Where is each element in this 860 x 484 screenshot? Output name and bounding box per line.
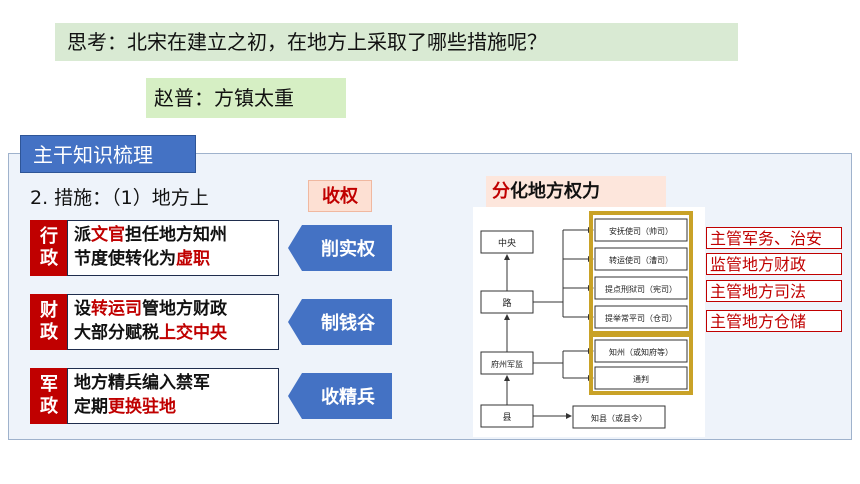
level-xian: 县 bbox=[502, 412, 511, 423]
desc-highlight: 更换驻地 bbox=[108, 397, 176, 417]
desc-text: 节度使转化为 bbox=[74, 249, 176, 269]
category-junzheng: 军 政 bbox=[30, 368, 68, 424]
title-text: 化地方权力 bbox=[510, 181, 600, 202]
highlight-zhou-officials bbox=[589, 333, 693, 395]
desc-text: 管地方财政 bbox=[142, 299, 227, 319]
action-label: 收精兵 bbox=[321, 386, 375, 408]
think-question: 思考：北宋在建立之初，在地方上采取了哪些措施呢？ bbox=[55, 23, 738, 61]
desc-text: 定期 bbox=[74, 397, 108, 417]
action-label: 削实权 bbox=[321, 238, 376, 260]
category-char: 政 bbox=[40, 322, 58, 343]
chart-title: 分化地方权力 bbox=[486, 176, 666, 208]
desc-text: 大部分赋税 bbox=[74, 323, 159, 343]
desc-highlight: 虚职 bbox=[176, 249, 210, 269]
action-tag-3: 收精兵 bbox=[288, 373, 392, 419]
desc-highlight: 上交中央 bbox=[159, 323, 227, 343]
panel-title: 主干知识梳理 bbox=[20, 135, 196, 173]
action-tag-2: 制钱谷 bbox=[288, 299, 392, 345]
category-caizheng: 财 政 bbox=[30, 294, 68, 350]
desc-text: 设 bbox=[74, 299, 91, 319]
office-zhuanyun: 转运使司（漕司） bbox=[609, 255, 673, 265]
title-highlight: 分 bbox=[492, 181, 510, 202]
measure-desc-2: 设转运司管地方财政 大部分赋税上交中央 bbox=[67, 294, 279, 350]
role-label-2: 监管地方财政 bbox=[706, 253, 842, 275]
desc-text: 地方精兵编入禁军 bbox=[74, 373, 210, 393]
level-center: 中央 bbox=[498, 237, 516, 249]
role-label-3: 主管地方司法 bbox=[706, 280, 842, 302]
answer-zhaopu: 赵普：方镇太重 bbox=[146, 78, 346, 118]
measure-desc-3: 地方精兵编入禁军 定期更换驻地 bbox=[67, 368, 279, 424]
measure-desc-1: 派文官担任地方知州 节度使转化为虚职 bbox=[67, 220, 279, 276]
action-label: 制钱谷 bbox=[321, 312, 376, 334]
desc-text: 派 bbox=[74, 225, 91, 245]
office-anfu: 安抚使司（帅司） bbox=[609, 226, 673, 236]
desc-highlight: 文官 bbox=[91, 225, 125, 245]
level-lu: 路 bbox=[502, 297, 511, 309]
action-tag-1: 削实权 bbox=[288, 225, 392, 271]
office-changping: 提举常平司（仓司） bbox=[605, 313, 677, 323]
measures-label: 2. 措施：（1）地方上 bbox=[30, 187, 209, 209]
official-zhixian: 知县（或县令） bbox=[591, 413, 647, 423]
category-char: 政 bbox=[40, 248, 58, 269]
desc-highlight: 转运司 bbox=[91, 299, 142, 319]
category-xingzheng: 行 政 bbox=[30, 220, 68, 276]
category-char: 行 bbox=[40, 226, 58, 247]
official-zhizhou: 知州（或知府等） bbox=[609, 347, 673, 357]
category-char: 军 bbox=[40, 374, 58, 395]
desc-text: 担任地方知州 bbox=[125, 225, 227, 245]
level-fuzhou: 府州军监 bbox=[491, 359, 523, 369]
center-box bbox=[480, 230, 534, 254]
admin-structure-diagram: 中央 路 府州军监 县 安抚使司（帅司） 转运使司（漕司） 提点刑狱司（宪司） … bbox=[473, 207, 705, 437]
category-char: 政 bbox=[40, 396, 58, 417]
shouquan-badge: 收权 bbox=[308, 180, 372, 212]
official-tongpan: 通判 bbox=[633, 374, 649, 384]
role-label-1: 主管军务、治安 bbox=[706, 227, 842, 249]
category-char: 财 bbox=[40, 300, 58, 321]
office-tixing: 提点刑狱司（宪司） bbox=[605, 284, 677, 294]
role-label-4: 主管地方仓储 bbox=[706, 310, 842, 332]
